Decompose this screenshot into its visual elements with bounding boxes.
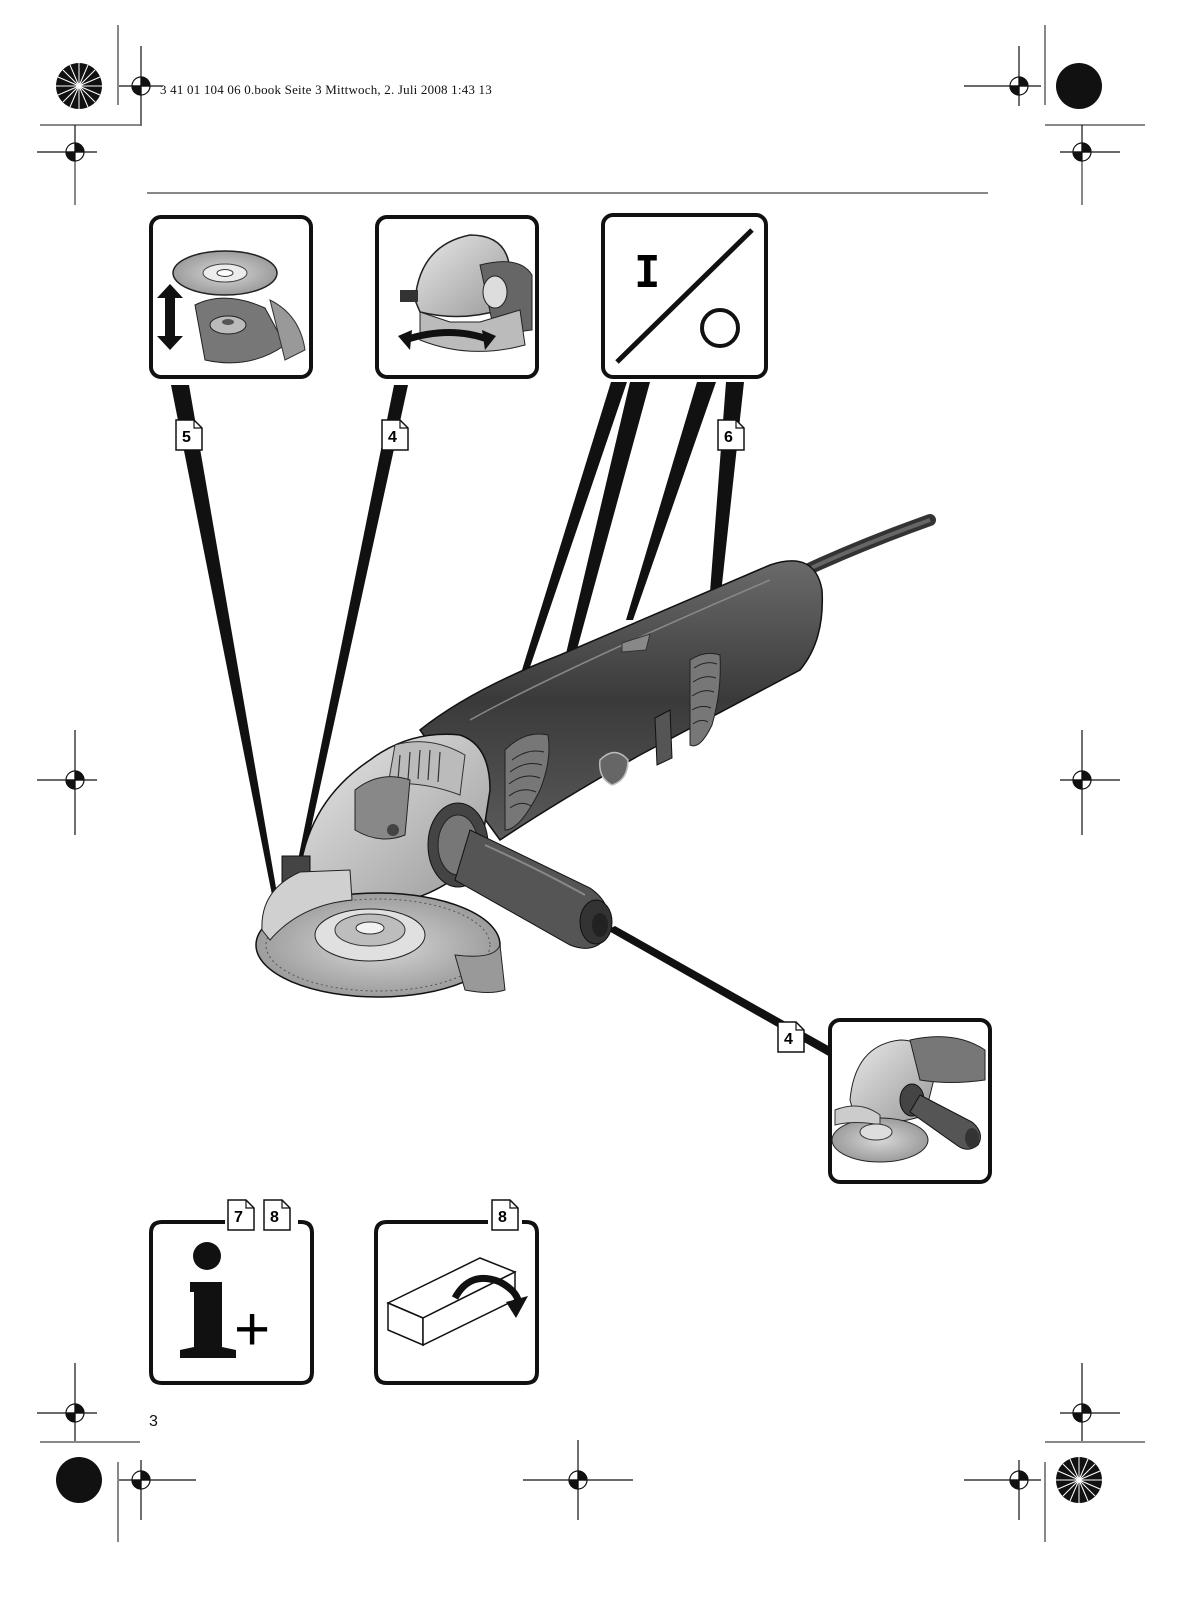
panel-disc-mounting bbox=[149, 215, 313, 379]
sunburst-disc-bottom-right bbox=[1056, 1457, 1102, 1503]
panel-packaging bbox=[374, 1220, 539, 1385]
ref-number: 4 bbox=[388, 429, 397, 446]
rotate-arrow-icon bbox=[398, 329, 496, 350]
print-slug: 3 41 01 104 06 0.book Seite 3 Mittwoch, … bbox=[160, 82, 492, 97]
off-symbol-circle bbox=[700, 308, 740, 348]
box-icon bbox=[386, 1257, 517, 1347]
ref-tag-switch: 6 bbox=[717, 419, 745, 451]
panel-side-handle bbox=[828, 1018, 992, 1184]
solid-disc-top-right bbox=[1056, 63, 1102, 109]
registration-targets bbox=[37, 46, 1120, 1520]
panel-on-off-switch bbox=[601, 213, 768, 379]
ref-tag-disc-mounting: 5 bbox=[175, 419, 203, 451]
ref-tag-info-b: 8 bbox=[263, 1199, 291, 1231]
ref-number: 5 bbox=[182, 429, 191, 446]
brand-logo-icon bbox=[599, 751, 629, 786]
plus-symbol: + bbox=[234, 1295, 270, 1364]
up-down-arrow-icon bbox=[157, 284, 183, 350]
angle-grinder-illustration bbox=[255, 514, 936, 998]
panel-guard-adjust bbox=[375, 215, 539, 379]
ref-tag-guard-adjust: 4 bbox=[381, 419, 409, 451]
ref-number: 8 bbox=[270, 1209, 279, 1226]
ref-tag-packaging: 8 bbox=[491, 1199, 519, 1231]
ref-number: 8 bbox=[498, 1209, 507, 1226]
ref-number: 7 bbox=[234, 1209, 243, 1226]
info-icon bbox=[180, 1242, 236, 1358]
on-symbol: I bbox=[634, 247, 661, 298]
sunburst-disc-top-left bbox=[56, 63, 102, 109]
ref-number: 6 bbox=[724, 429, 733, 446]
open-arrow-icon bbox=[451, 1275, 522, 1302]
solid-disc-bottom-left bbox=[56, 1457, 102, 1503]
page-number: 3 bbox=[149, 1413, 158, 1430]
ref-tag-side-handle: 4 bbox=[777, 1021, 805, 1053]
ref-tag-info-a: 7 bbox=[227, 1199, 255, 1231]
panel-info bbox=[149, 1220, 314, 1385]
leader-lines bbox=[171, 382, 832, 1058]
ref-number: 4 bbox=[784, 1031, 793, 1048]
